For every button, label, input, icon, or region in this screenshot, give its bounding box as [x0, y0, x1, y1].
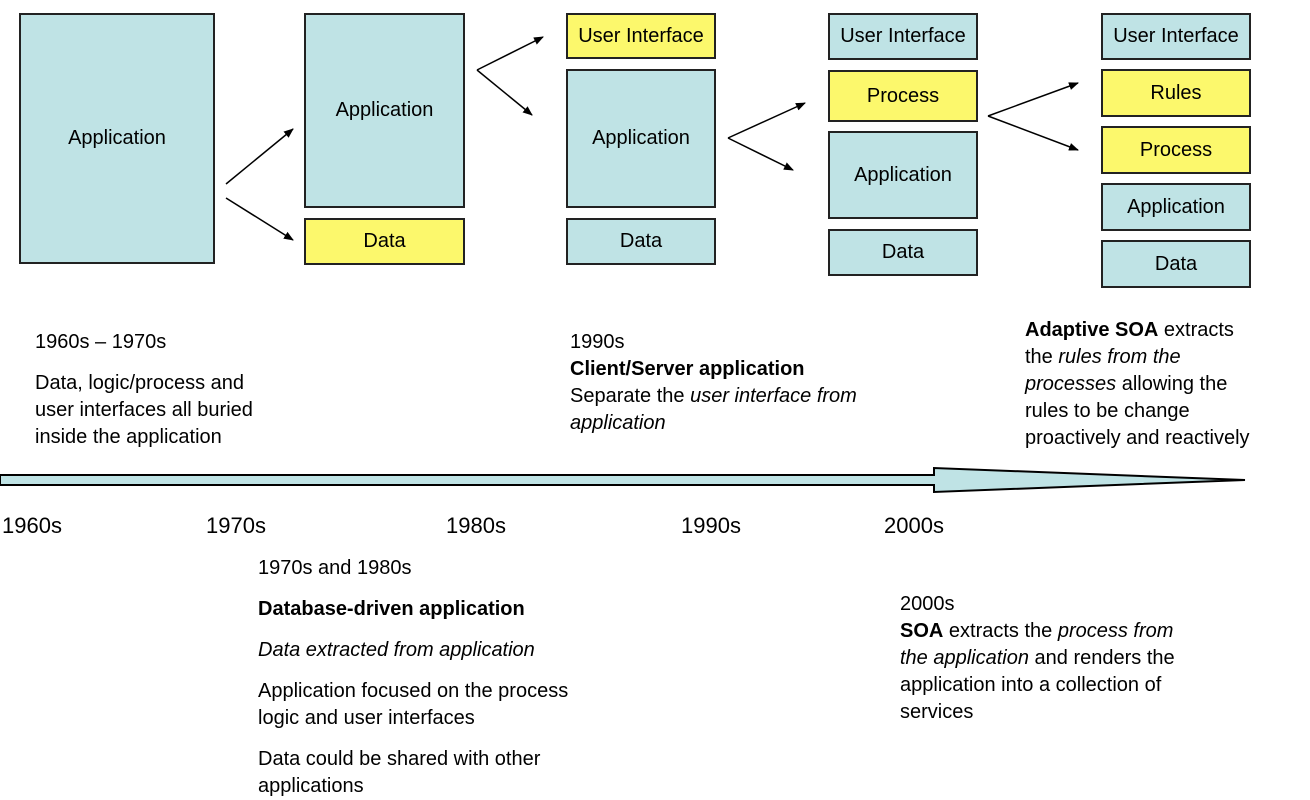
note-line: applications: [258, 775, 364, 797]
note-line: Adaptive SOA extracts: [1025, 317, 1234, 344]
box-label: User Interface: [1113, 25, 1239, 47]
fork-arrow-1: [225, 128, 294, 241]
note-line: logic and user interfaces: [258, 707, 475, 729]
stage3-application-box: Application: [566, 69, 716, 208]
stage5-application-box: Application: [1101, 183, 1251, 231]
note-italic-text: user interface from: [690, 385, 857, 407]
timeline-arrow: [0, 466, 1246, 494]
fork-arrow-2: [476, 36, 544, 116]
note-line: proactively and reactively: [1025, 427, 1250, 449]
note-italic-text: processes: [1025, 373, 1117, 395]
note-italic-text: the application: [900, 647, 1029, 669]
decade-label: 1970s: [206, 513, 266, 538]
decade-label: 1990s: [681, 513, 741, 538]
note-period: 2000s: [900, 593, 955, 615]
stage4-data-box: Data: [828, 229, 978, 276]
stage4-process-box: Process: [828, 70, 978, 122]
box-label: Data: [1154, 252, 1198, 275]
note-line: Data, logic/process and: [35, 372, 245, 394]
box-label: Rules: [1150, 81, 1202, 104]
note-italic-line: application: [570, 412, 666, 434]
note-line: the rules from the: [1025, 344, 1181, 371]
note-period: 1990s: [570, 331, 625, 353]
stage4-user-interface-box: User Interface: [828, 13, 978, 60]
box-label: Application: [335, 99, 434, 121]
note-line: the application and renders the: [900, 645, 1175, 672]
stage3-user-interface-box: User Interface: [566, 13, 716, 59]
stage2-data-box: Data: [304, 218, 465, 265]
note-line: Data could be shared with other: [258, 748, 541, 770]
note-line: application into a collection of: [900, 674, 1162, 696]
box-label: Application: [592, 127, 690, 149]
note-text: and renders the: [1028, 647, 1175, 669]
stage5-user-interface-box: User Interface: [1101, 13, 1251, 60]
box-label: Application: [68, 127, 166, 149]
stage4-application-box: Application: [828, 131, 978, 219]
stage3-data-box: Data: [566, 218, 716, 265]
box-label: Application: [1127, 195, 1225, 218]
box-label: Data: [363, 230, 406, 252]
note-line: services: [900, 701, 974, 723]
note-period: 1970s and 1980s: [258, 557, 412, 579]
note-period: 1960s – 1970s: [35, 331, 167, 353]
note-text: allowing the: [1116, 373, 1228, 395]
note-bold-text: Adaptive SOA: [1025, 319, 1159, 341]
box-label: Data: [619, 230, 663, 252]
note-text: the: [1025, 346, 1059, 368]
decade-label: 2000s: [884, 513, 944, 538]
box-label: Process: [1139, 138, 1213, 161]
note-italic-line: Data extracted from application: [258, 639, 535, 661]
note-line: user interfaces all buried: [35, 399, 253, 421]
note-line: Separate the user interface from: [570, 383, 857, 410]
note-text: extracts: [1158, 319, 1234, 341]
decade-label: 1960s: [2, 513, 62, 538]
note-text: extracts the: [943, 620, 1058, 642]
note-italic-text: rules from the: [1058, 346, 1181, 368]
box-label: Data: [881, 241, 925, 263]
note-heading: Client/Server application: [570, 358, 805, 380]
note-italic-text: process from: [1057, 620, 1174, 642]
fork-arrow-4: [987, 82, 1079, 151]
stage5-data-box: Data: [1101, 240, 1251, 288]
stage5-process-box: Process: [1101, 126, 1251, 174]
box-label: User Interface: [578, 24, 704, 47]
note-line: rules to be change: [1025, 400, 1190, 422]
note-line: processes allowing the: [1025, 371, 1227, 398]
box-label: Process: [866, 84, 940, 107]
stage5-rules-box: Rules: [1101, 69, 1251, 117]
fork-arrow-3: [727, 102, 806, 171]
stage2-application-box: Application: [304, 13, 465, 208]
box-label: Application: [854, 163, 952, 186]
note-heading: Database-driven application: [258, 598, 525, 620]
note-line: SOA extracts the process from: [900, 618, 1173, 645]
note-text: Separate the: [570, 385, 691, 407]
note-line: inside the application: [35, 426, 222, 448]
box-label: User Interface: [840, 25, 966, 47]
note-bold-text: SOA: [900, 620, 944, 642]
stage1-application-box: Application: [19, 13, 215, 264]
decade-label: 1980s: [446, 513, 506, 538]
note-line: Application focused on the process: [258, 680, 569, 702]
